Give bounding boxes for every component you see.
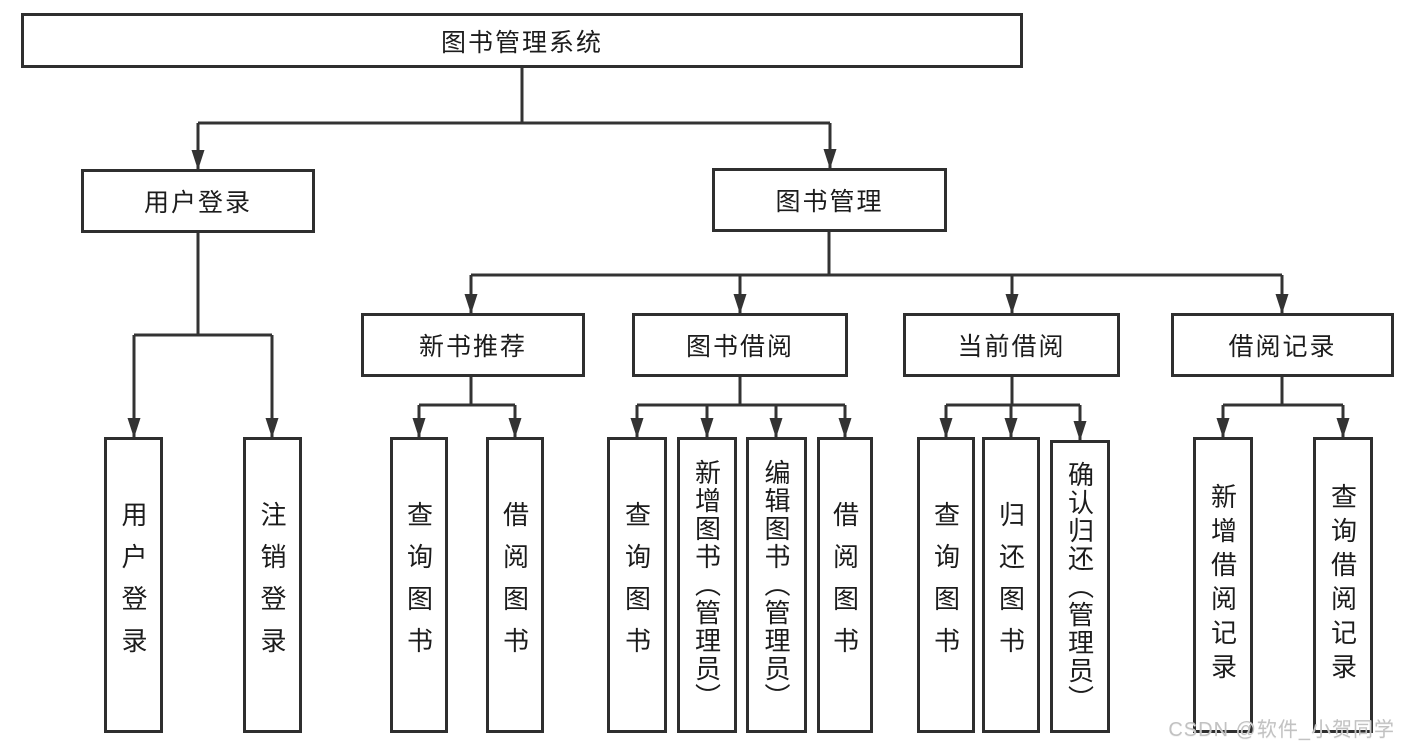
leaf-logout: 注销登录 bbox=[243, 437, 302, 733]
node-new-book-recommend: 新书推荐 bbox=[361, 313, 585, 377]
leaf-edit-books-admin: 编辑图书（管理员） bbox=[746, 437, 807, 733]
leaf-query-books-recommend: 查询图书 bbox=[390, 437, 448, 733]
node-book-management-branch: 图书管理 bbox=[712, 168, 947, 232]
leaf-borrow-books-recommend: 借阅图书 bbox=[486, 437, 544, 733]
leaf-add-books-admin: 新增图书（管理员） bbox=[677, 437, 737, 733]
leaf-query-books-borrow: 查询图书 bbox=[607, 437, 667, 733]
leaf-user-login: 用户登录 bbox=[104, 437, 163, 733]
leaf-query-books-current: 查询图书 bbox=[917, 437, 975, 733]
leaf-query-borrow-record: 查询借阅记录 bbox=[1313, 437, 1373, 733]
leaf-add-borrow-record: 新增借阅记录 bbox=[1193, 437, 1253, 733]
leaf-borrow-books: 借阅图书 bbox=[817, 437, 873, 733]
csdn-watermark: CSDN @软件_小贺同学 bbox=[1168, 719, 1395, 741]
node-book-borrowing: 图书借阅 bbox=[632, 313, 848, 377]
node-user-login-branch: 用户登录 bbox=[81, 169, 315, 233]
node-borrowing-records: 借阅记录 bbox=[1171, 313, 1394, 377]
node-root-system: 图书管理系统 bbox=[21, 13, 1023, 68]
leaf-return-books: 归还图书 bbox=[982, 437, 1040, 733]
leaf-confirm-return-admin: 确认归还（管理员） bbox=[1050, 440, 1110, 733]
node-current-borrowing: 当前借阅 bbox=[903, 313, 1120, 377]
